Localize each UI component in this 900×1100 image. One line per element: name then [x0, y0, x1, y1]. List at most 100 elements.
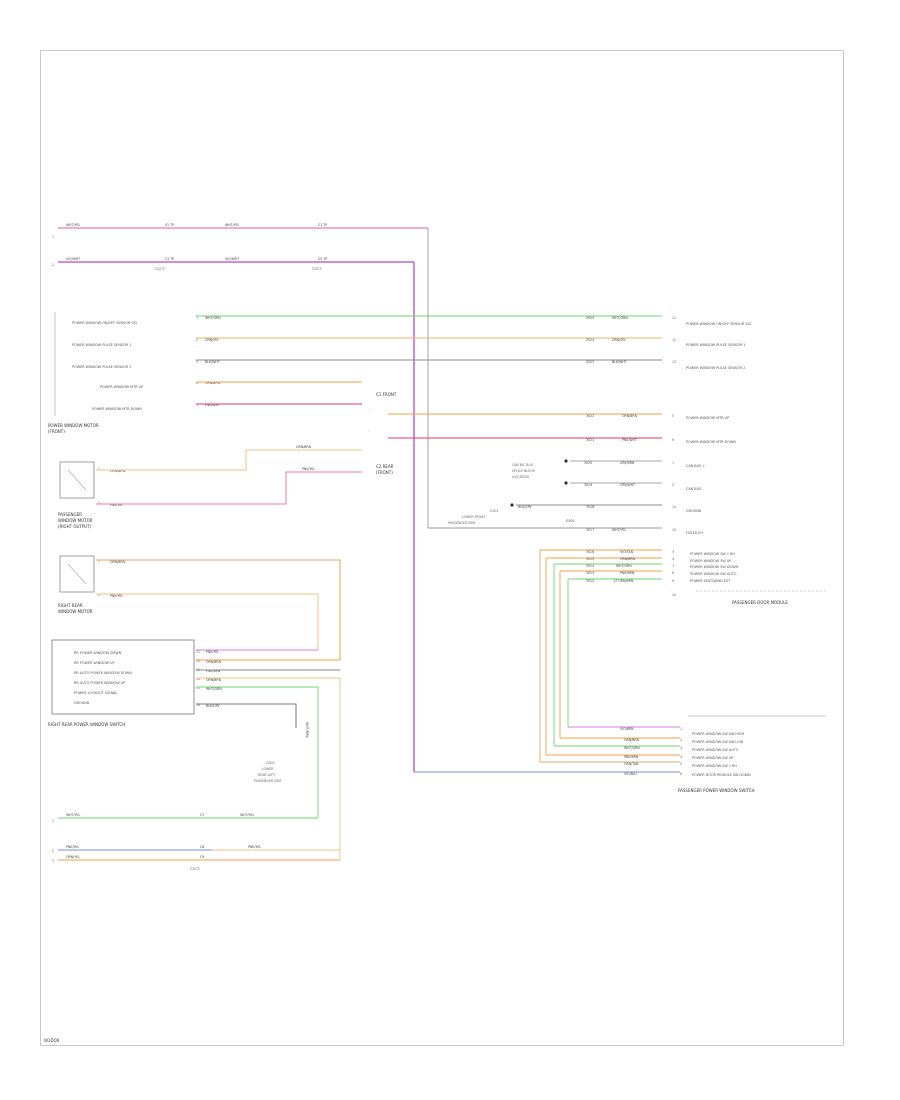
pws-title: PASSENGER POWER WINDOW SWITCH: [678, 788, 755, 793]
pwm-pin-1: 1: [98, 467, 100, 471]
bot2-splice: C8: [200, 845, 204, 849]
gnd-label: GROUND: [686, 509, 702, 513]
diagram-frame: [40, 50, 844, 1046]
rrm-wire-2: PNK/YEL: [110, 594, 123, 598]
can-note-1: CAN B/C BUS: [512, 463, 533, 467]
rw-2-label: POWER WINDOW PULSE SENSOR 1: [686, 343, 745, 347]
top-feed-1: 1 WHT/YEL S1 TP WHT/YEL C1 TP: [52, 223, 662, 529]
motor-pin-3-label: POWER WINDOW PULSE SENSOR 2: [72, 365, 131, 369]
pwm-wire-orange: [96, 449, 362, 471]
passenger-window-switch: VIO/BRN 1 POWER WINDOW SW SW HIGH ORN/BR…: [540, 715, 826, 793]
can-2-label: CAN BUS -: [686, 487, 704, 491]
dm-3-wire: WHT/GRN: [616, 564, 632, 568]
pwm-wire-pink: [96, 471, 362, 505]
pws-6-wire: VIO/BLU: [624, 772, 638, 776]
motor-pin-5-wire: PNK/WHT: [205, 403, 220, 407]
pws-3-wire: WHT/GRN: [624, 746, 640, 750]
rw-4-pin: 5: [672, 414, 674, 418]
rrs-6-pin: 16: [196, 703, 200, 707]
rw-4-label: POWER WINDOW MTR UP: [686, 416, 729, 420]
rrm-wire-tan: [96, 593, 319, 651]
top-feed-2-sub-2: C2/C3: [312, 267, 322, 271]
rrs-1-pin: 11: [196, 650, 200, 654]
can-dot-1: [564, 459, 568, 463]
dm-3-splice: 3014: [586, 564, 594, 568]
motor-pin-3-wire: BLK/WHT: [205, 360, 220, 364]
pws-1-pin: 1: [680, 727, 682, 731]
top-feed-2-end: C2 TP: [318, 257, 327, 261]
pws-4-pin: 4: [680, 755, 682, 759]
right-rear-window-motor: 1 2 ORN/BRN PNK/YEL RIGHT REAR WINDOW MO…: [58, 555, 341, 661]
pws-4-label: POWER WINDOW SW UP: [692, 756, 733, 760]
rw-3-splice: 3023: [586, 360, 594, 364]
can-1-wire: GRY/BRN: [620, 461, 635, 465]
can-note-2: SPLICE BLOCK: [512, 469, 535, 473]
footer-code: W1DQ0: [44, 1038, 60, 1043]
motor-pin-4-label: POWER WINDOW MTR UP: [100, 385, 143, 389]
rrs-4-pin: 14: [196, 677, 200, 681]
g302-note-2: LOWER: [262, 767, 274, 771]
g302-note-4: PASSENGER SIDE: [254, 779, 282, 783]
can-2-pin: 2: [672, 483, 674, 487]
comm-lines: CAN B/C BUS SPLICE BLOCK (LOCATED) 3020 …: [448, 459, 705, 535]
rrm-pin-1: 1: [98, 559, 100, 563]
bot1-wire: WHT/YEL: [66, 813, 81, 817]
pwm-wire-1: ORN/BRN: [110, 469, 126, 473]
dm-5-label: POWER SEAT/WIND EST: [690, 579, 731, 583]
bot3-splice: C9: [200, 855, 204, 859]
rrs-6-wire: BLK/GRY: [206, 704, 220, 708]
bot3-wire: ORN/YEL: [66, 855, 80, 859]
rrs-2-pin: 12: [196, 659, 200, 663]
pwm-mid-2: PNK/YEL: [302, 467, 315, 471]
bot2-pin: 2: [52, 849, 54, 853]
pws-3-label: POWER WINDOW SW AUTO: [692, 748, 739, 752]
pws-1-label: POWER WINDOW SW SW HIGH: [692, 732, 745, 736]
dm-1-label: POWER WINDOW SW 1 RH: [690, 552, 735, 556]
can-dot-2: [564, 481, 568, 485]
ground-dot: [510, 503, 514, 507]
bot1-pin: 1: [52, 819, 54, 823]
can-1-splice: 3020: [584, 461, 592, 465]
can-2-splice: 3019: [584, 483, 592, 487]
top-feed-2: 2 VIO/WHT C2 TP VIO/WHT C2 TP C2/C3 C2/C…: [52, 257, 680, 773]
rrs-box: [51, 639, 195, 715]
fuse-near: G301: [566, 519, 575, 523]
junction-lower-label-2: (FRONT): [376, 470, 393, 475]
bot3-pin: 3: [52, 859, 54, 863]
rw-5-wire: PNK/WHT: [622, 438, 637, 442]
rrs-2-label: RR POWER WINDOW UP: [74, 661, 115, 665]
pwm-box: [59, 461, 95, 499]
dm-5-splice: 3012: [586, 579, 594, 583]
rw-2-wire: ORN/YEL: [612, 338, 626, 342]
junction-tick-1: -: [368, 407, 369, 411]
rrs-2-wire: ORN/BRN: [206, 660, 222, 664]
junction-upper-label: C1 FRONT: [376, 392, 397, 397]
rrs-1-label: RR POWER WINDOW DOWN: [74, 651, 122, 655]
dm-2-wire: ORN/BRN: [620, 557, 636, 561]
rrs-3-label: RR AUTO POWER WINDOW DOWN: [74, 671, 132, 675]
pws-5-pin: 5: [680, 762, 682, 766]
rrs-title: RIGHT REAR POWER WINDOW SWITCH: [48, 722, 125, 727]
pws-5-wire: ORN/TAN: [624, 762, 639, 766]
bot3-sub: C2/C3: [190, 867, 200, 871]
pws-6-label: POWER DOOR MODULE SW DOWN: [692, 773, 751, 777]
pws-2-wire: ORN/BRN: [624, 738, 640, 742]
right-rear-power-window-switch: RIGHT REAR POWER WINDOW SWITCH RR POWER …: [48, 639, 341, 860]
dm-4-wire: PNK/BRN: [620, 571, 635, 575]
can-2-wire: GRY/WHT: [620, 483, 635, 487]
pwm-pin-2: 2: [98, 501, 100, 505]
rw-5-label: POWER WINDOW MTR DOWN: [686, 440, 736, 444]
pws-6-pin: 6: [680, 772, 682, 776]
dm-3-label: POWER WINDOW SW DOWN: [690, 565, 738, 569]
pwm-wire-2: PNK/YEL: [110, 503, 123, 507]
top-feed-1-end: C1 TP: [318, 223, 327, 227]
junction-lower-label: C2 REAR: [376, 464, 394, 469]
rrm-title-1: RIGHT REAR: [58, 603, 83, 608]
fuse-label: FUSED B+: [686, 531, 704, 535]
motor-title-1: POWER WINDOW MOTOR: [48, 423, 99, 428]
motor-pin-4-wire: ORN/BRN: [205, 381, 221, 385]
bot2-mid: PNK/YEL: [248, 845, 261, 849]
dm-3-pin: 7: [672, 564, 674, 568]
gnd-wire: BLK/GRY: [518, 505, 532, 509]
